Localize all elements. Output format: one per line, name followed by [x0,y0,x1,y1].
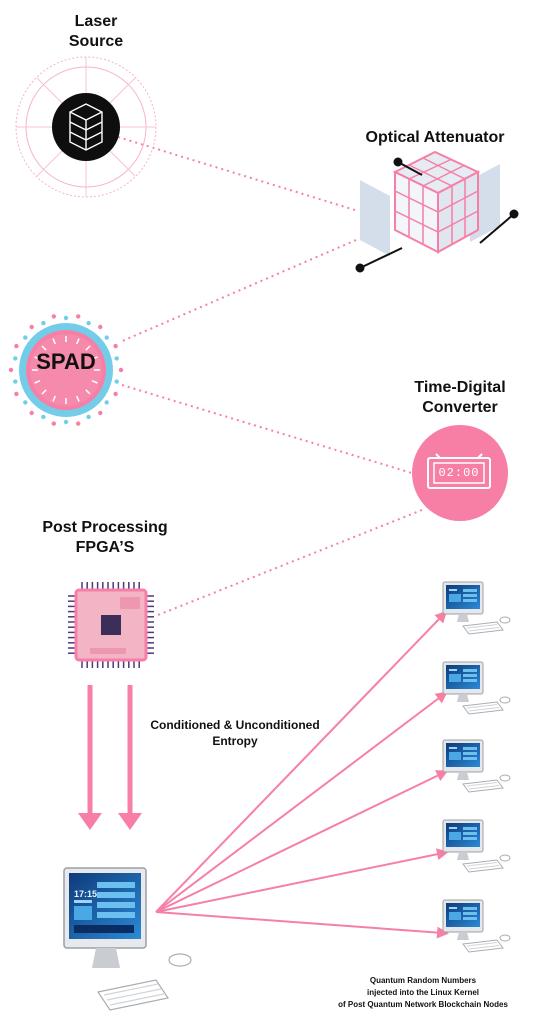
spad-dot [23,335,28,340]
spad-dot [76,314,81,319]
spad-dot [63,419,69,425]
spad-ray [85,389,91,395]
time-digital-converter-icon [412,425,508,521]
optical-attenuator-icon [355,150,519,273]
spad-dots [8,314,124,426]
time-digital-converter-label: Time-Digital Converter [390,378,530,418]
spad-ray [76,395,80,402]
main-computer-icon [63,867,192,1011]
spad-dot [41,320,46,326]
spad-dot [13,356,18,361]
spad-to-converter-line [121,384,416,475]
spad-dot [118,367,124,373]
dotted-connectors [117,136,423,616]
line-to-node-2 [155,691,448,913]
spad-dot [63,315,69,321]
laser-source-label: Laser Source [36,12,156,52]
laser-to-attenuator-line [117,136,356,211]
spad-ray [34,356,41,360]
line-to-node-5 [155,911,449,939]
spad-dot [51,314,56,319]
spad-dot [86,320,91,326]
spad-dot [14,391,19,397]
quantum-numbers-label: Quantum Random Numbers injected into the… [318,975,528,1011]
spad-dot [98,410,103,416]
spad-dot [76,421,81,426]
node-computer-icon-2 [442,661,511,715]
optical-attenuator-label: Optical Attenuator [340,128,530,148]
entropy-label-line-1: Conditioned & Unconditioned [150,718,320,732]
spad-icon [8,314,124,426]
spad-ray [41,345,47,351]
spad-dot [41,414,46,420]
laser-source-icon [15,56,157,198]
optical-attenuator-label-text: Optical Attenuator [365,129,505,146]
spad-dot [8,367,14,373]
entropy-label-line-2: Entropy [212,734,258,748]
attenuator-to-spad-line [119,239,357,343]
spad-dot [113,343,118,349]
quantum-numbers-label-line-3: of Post Quantum Network Blockchain Nodes [338,1000,508,1009]
converter-to-fpga-line [157,509,423,616]
fan-out-lines [155,610,449,939]
spad-dot [104,335,109,340]
spad-dot [114,356,119,361]
node-computer-icon-3 [442,739,511,793]
laser-source-label-line-2: Source [68,33,124,50]
time-digital-converter-label-line-1: Time-Digital [414,379,506,396]
quantum-numbers-label-line-2: injected into the Linux Kernel [366,988,479,997]
spad-dot [13,379,18,384]
spad-ray [85,345,91,351]
spad-dot [86,414,91,420]
spad-dot [29,324,34,330]
spad-dot [14,343,19,349]
time-digital-converter-label-line-2: Converter [422,399,498,416]
spad-ray [34,380,41,384]
spad-dot [113,391,118,397]
line-to-node-1 [155,610,448,913]
spad-ray [52,395,56,402]
spad-dot [114,379,119,384]
spad-dot [51,421,56,426]
post-processing-label-line-2: FPGA’S [75,539,135,556]
fpga-chip-icon [68,582,154,668]
post-processing-label-line-1: Post Processing [42,519,168,536]
line-to-node-3 [155,770,449,913]
line-to-node-4 [155,848,449,913]
down-arrows [78,685,142,830]
spad-ray [76,338,80,345]
spad-dot [98,324,103,330]
node-computer-icon-4 [442,819,511,873]
spad-dot [23,400,28,405]
spad-ray [52,338,56,345]
post-processing-label: Post Processing FPGA’S [20,518,190,558]
clock-display: 02:00 [438,466,480,480]
spad-ray [91,380,98,384]
spad-label: SPAD [36,349,96,374]
node-computer-icon-1 [442,581,511,635]
quantum-numbers-label-line-1: Quantum Random Numbers [369,976,477,985]
laser-source-label-line-1: Laser [74,13,118,30]
spad-dot [104,400,109,405]
spad-ray [41,389,47,395]
spad-ray [91,356,98,360]
entropy-label: Conditioned & Unconditioned Entropy [140,717,330,749]
spad-dot [29,410,34,416]
node-computer-icon-5 [442,899,511,953]
main-screen-time: 17:15 [74,889,98,899]
